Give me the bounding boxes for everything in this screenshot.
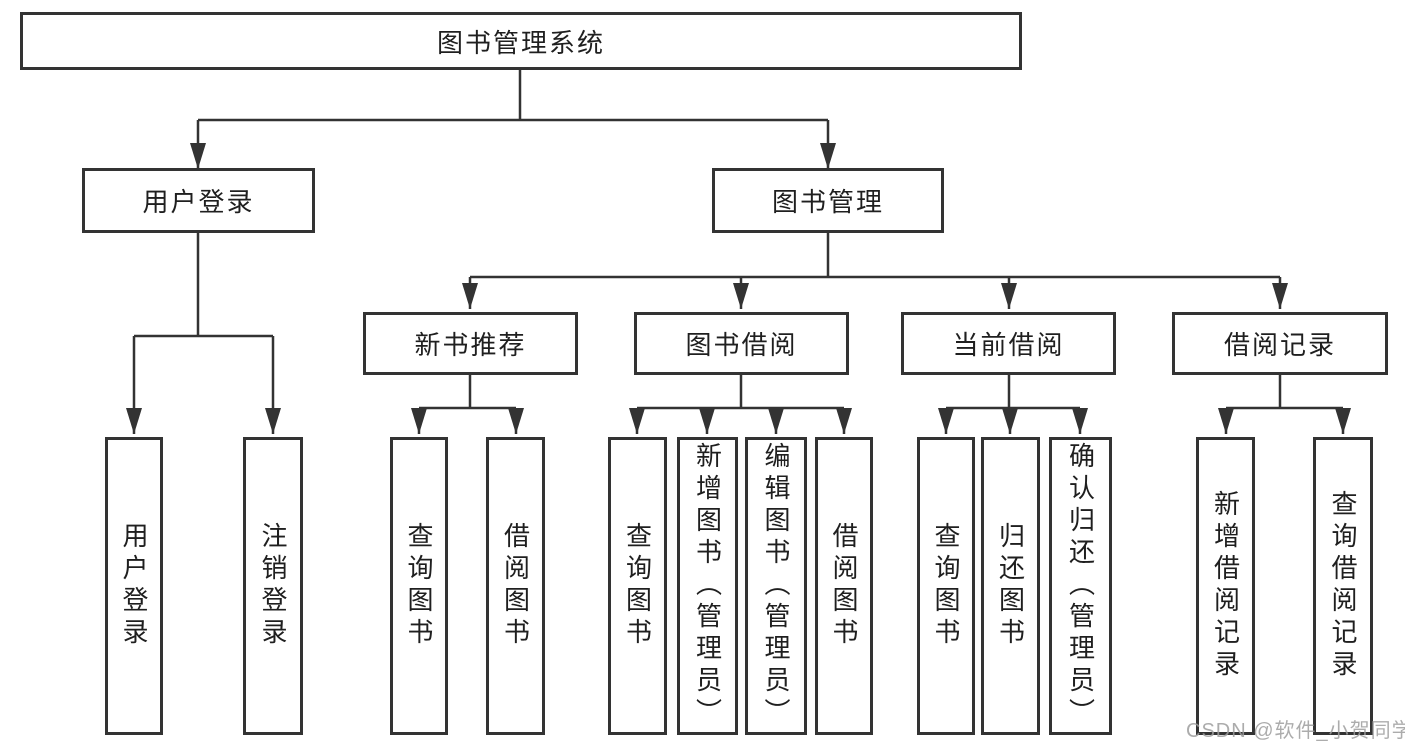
node-label: 借阅记录 xyxy=(1223,330,1336,360)
node-user-login: 用户登录 xyxy=(82,168,315,233)
node-book-borrowing: 图书借阅 xyxy=(634,312,849,375)
node-label: 确认归还（管理员） xyxy=(1065,442,1096,730)
node-label: 查询图书 xyxy=(404,522,434,650)
node-label: 图书借阅 xyxy=(685,330,798,360)
node-label: 当前借阅 xyxy=(952,330,1065,360)
watermark: CSDN @软件_小贺同学 xyxy=(1186,720,1405,742)
connector-book-management-branch xyxy=(462,233,1288,309)
node-label: 图书管理 xyxy=(771,187,884,217)
node-label: 图书管理系统 xyxy=(436,27,605,58)
node-library-system: 图书管理系统 xyxy=(20,12,1022,70)
connector-new-book-branch xyxy=(411,375,524,434)
leaf-query-book-borrowing: 查询图书 xyxy=(608,437,667,735)
connector-user-login-branch xyxy=(126,233,281,434)
node-label: 用户登录 xyxy=(142,187,255,217)
leaf-query-book-current: 查询图书 xyxy=(917,437,975,735)
node-label: 查询图书 xyxy=(622,522,653,650)
node-label: 用户登录 xyxy=(119,522,149,650)
leaf-logout: 注销登录 xyxy=(243,437,303,735)
leaf-borrow-book-recommend: 借阅图书 xyxy=(486,437,545,735)
leaf-add-borrow-record: 新增借阅记录 xyxy=(1196,437,1255,735)
connector-root-to-level2 xyxy=(190,70,836,169)
node-label: 新增借阅记录 xyxy=(1210,490,1241,682)
node-label: 借阅图书 xyxy=(829,522,859,650)
node-label: 编辑图书（管理员） xyxy=(761,442,791,730)
leaf-user-login: 用户登录 xyxy=(105,437,163,735)
connector-current-borrow-branch xyxy=(938,375,1088,434)
leaf-query-borrow-record: 查询借阅记录 xyxy=(1313,437,1373,735)
leaf-confirm-return-admin: 确认归还（管理员） xyxy=(1049,437,1112,735)
leaf-add-book-admin: 新增图书（管理员） xyxy=(677,437,738,735)
node-book-management: 图书管理 xyxy=(712,168,944,233)
node-label: 归还图书 xyxy=(995,522,1026,650)
node-new-book-recommend: 新书推荐 xyxy=(363,312,578,375)
leaf-borrow-book-borrowing: 借阅图书 xyxy=(815,437,873,735)
leaf-return-book: 归还图书 xyxy=(981,437,1040,735)
node-label: 查询借阅记录 xyxy=(1328,490,1358,682)
node-label: 注销登录 xyxy=(258,522,288,650)
node-label: 新书推荐 xyxy=(414,330,527,360)
node-borrow-records: 借阅记录 xyxy=(1172,312,1388,375)
leaf-query-book-recommend: 查询图书 xyxy=(390,437,448,735)
connector-borrow-record-branch xyxy=(1218,375,1351,434)
leaf-edit-book-admin: 编辑图书（管理员） xyxy=(745,437,807,735)
node-current-borrowing: 当前借阅 xyxy=(901,312,1116,375)
node-label: 查询图书 xyxy=(931,522,961,650)
node-label: 借阅图书 xyxy=(500,522,531,650)
connector-book-borrow-branch xyxy=(629,375,852,434)
node-label: 新增图书（管理员） xyxy=(692,442,723,730)
